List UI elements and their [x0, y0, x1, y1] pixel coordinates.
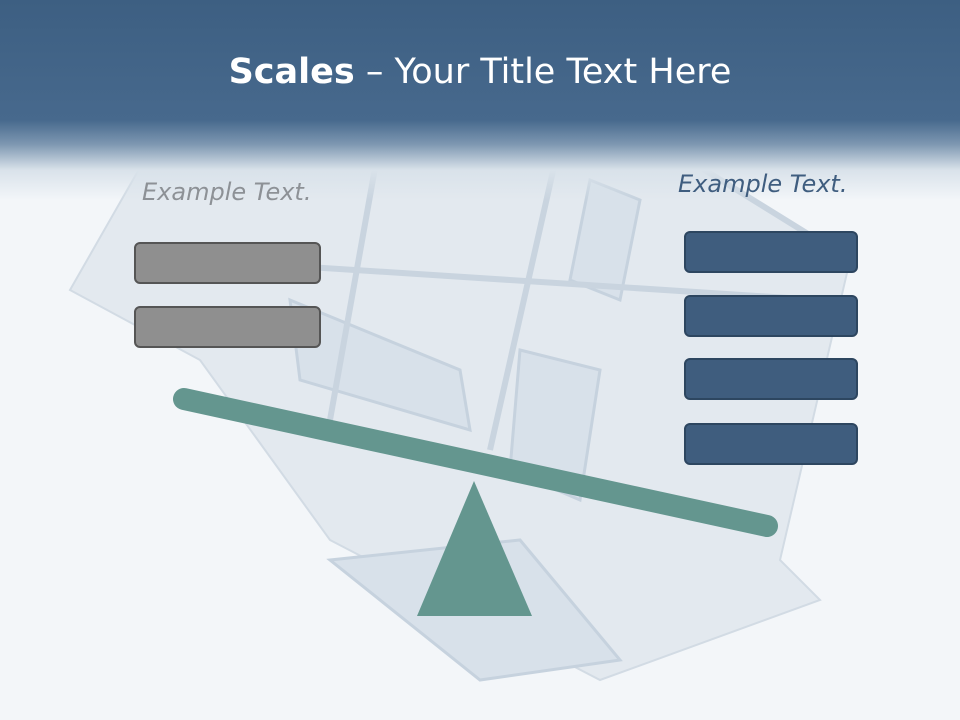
left-example-text: Example Text. [142, 178, 312, 206]
title-rest: – Your Title Text Here [354, 52, 732, 92]
title-bold: Scales [228, 52, 355, 92]
right-text-box-1[interactable] [684, 231, 858, 273]
left-text-box-1[interactable] [134, 242, 321, 284]
left-text-box-2[interactable] [134, 306, 321, 348]
right-example-text: Example Text. [678, 170, 848, 198]
slide-title: Scales – Your Title Text Here [0, 52, 960, 92]
right-text-box-3[interactable] [684, 358, 858, 400]
scale-fulcrum [417, 481, 532, 616]
right-text-box-2[interactable] [684, 295, 858, 337]
title-banner [0, 0, 960, 200]
right-text-box-4[interactable] [684, 423, 858, 465]
scale-beam [173, 388, 778, 537]
